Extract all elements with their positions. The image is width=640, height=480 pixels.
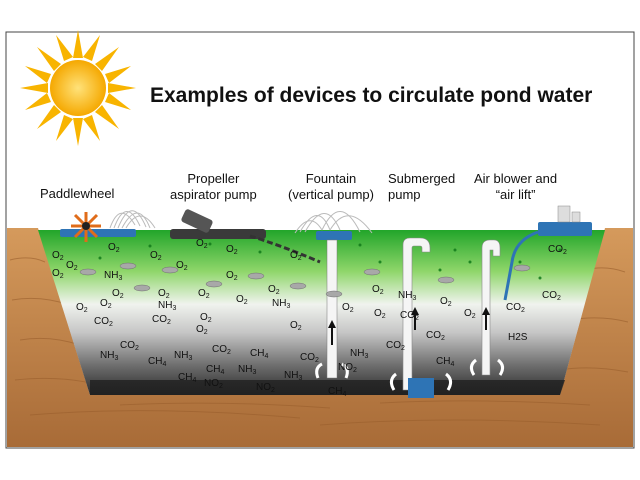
paddlewheel-label: Paddlewheel xyxy=(40,186,115,201)
air-lift-device xyxy=(469,205,592,376)
oxygen-label: O2 xyxy=(226,244,238,256)
nitrite-label: NO2 xyxy=(338,362,357,374)
oxygen-label: O2 xyxy=(198,288,210,300)
oxygen-label: O2 xyxy=(268,284,280,296)
oxygen-label: O2 xyxy=(150,250,162,262)
nitrite-label: NO2 xyxy=(204,378,223,390)
pond-water xyxy=(38,230,605,395)
carbon-dioxide-label: CO2 xyxy=(426,330,445,342)
oxygen-label: O2 xyxy=(100,298,112,310)
methane-label: CH4 xyxy=(328,386,346,398)
fish-group xyxy=(79,262,531,298)
carbon-dioxide-label: CO2 xyxy=(300,352,319,364)
oxygen-label: O2 xyxy=(226,270,238,282)
carbon-dioxide-label: CO2 xyxy=(506,302,525,314)
oxygen-label: O2 xyxy=(464,308,476,320)
carbon-dioxide-label: CO2 xyxy=(94,316,113,328)
oxygen-label: O2 xyxy=(66,260,78,272)
nitrite-label: NO2 xyxy=(256,382,275,394)
oxygen-label: O2 xyxy=(196,238,208,250)
submerged-pump-device xyxy=(389,237,453,398)
fountain-label: Fountain (vertical pump) xyxy=(288,171,374,202)
sun-icon xyxy=(20,30,136,146)
oxygen-label: O2 xyxy=(112,288,124,300)
carbon-dioxide-label: CO2 xyxy=(548,244,567,256)
carbon-dioxide-label: CO2 xyxy=(212,344,231,356)
oxygen-label: O2 xyxy=(158,288,170,300)
oxygen-label: O2 xyxy=(290,320,302,332)
diagram-title: Examples of devices to circulate pond wa… xyxy=(150,84,593,107)
ammonia-label: NH3 xyxy=(284,370,302,382)
oxygen-label: O2 xyxy=(374,308,386,320)
ammonia-label: NH3 xyxy=(100,350,118,362)
oxygen-label: O2 xyxy=(108,242,120,254)
ammonia-label: NH3 xyxy=(104,270,122,282)
methane-label: CH4 xyxy=(148,356,166,368)
hydrogen-sulfide-label: H2S xyxy=(508,332,528,343)
pond-bottom-sediment xyxy=(90,380,565,395)
carbon-dioxide-label: CO2 xyxy=(542,290,561,302)
methane-label: CH4 xyxy=(178,372,196,384)
oxygen-label: O2 xyxy=(52,268,64,280)
soil-bank xyxy=(7,228,633,447)
carbon-dioxide-label: CO2 xyxy=(120,340,139,352)
ammonia-label: NH3 xyxy=(350,348,368,360)
submerged-pump-label: Submerged pump xyxy=(388,171,456,202)
paddlewheel-device xyxy=(60,210,156,242)
methane-label: CH4 xyxy=(250,348,268,360)
oxygen-label: O2 xyxy=(342,302,354,314)
oxygen-label: O2 xyxy=(290,250,302,262)
ammonia-label: NH3 xyxy=(398,290,416,302)
ammonia-label: NH3 xyxy=(174,350,192,362)
oxygen-label: O2 xyxy=(52,250,64,262)
oxygen-label: O2 xyxy=(76,302,88,314)
chemical-labels: O2 O2 O2 NH3 O2 O2 O2 O2 O2 O2 O2 O2 O2 … xyxy=(52,238,567,398)
oxygen-label: O2 xyxy=(176,260,188,272)
oxygen-label: O2 xyxy=(440,296,452,308)
carbon-dioxide-label: CO2 xyxy=(386,340,405,352)
methane-label: CH4 xyxy=(436,356,454,368)
oxygen-label: O2 xyxy=(200,312,212,324)
ammonia-label: NH3 xyxy=(238,364,256,376)
oxygen-label: O2 xyxy=(196,324,208,336)
oxygen-label: O2 xyxy=(372,284,384,296)
ammonia-label: NH3 xyxy=(272,298,290,310)
carbon-dioxide-label: CO2 xyxy=(400,310,419,322)
algae-specks xyxy=(98,242,562,280)
fountain-device xyxy=(294,211,373,379)
air-lift-label: Air blower and “air lift” xyxy=(474,171,558,202)
methane-label: CH4 xyxy=(206,364,224,376)
carbon-dioxide-label: CO2 xyxy=(152,314,171,326)
oxygen-label: O2 xyxy=(236,294,248,306)
propeller-aspirator-pump-label: Propeller aspirator pump xyxy=(170,171,257,202)
ammonia-label: NH3 xyxy=(158,300,176,312)
propeller-aspirator-pump-device xyxy=(170,209,321,264)
